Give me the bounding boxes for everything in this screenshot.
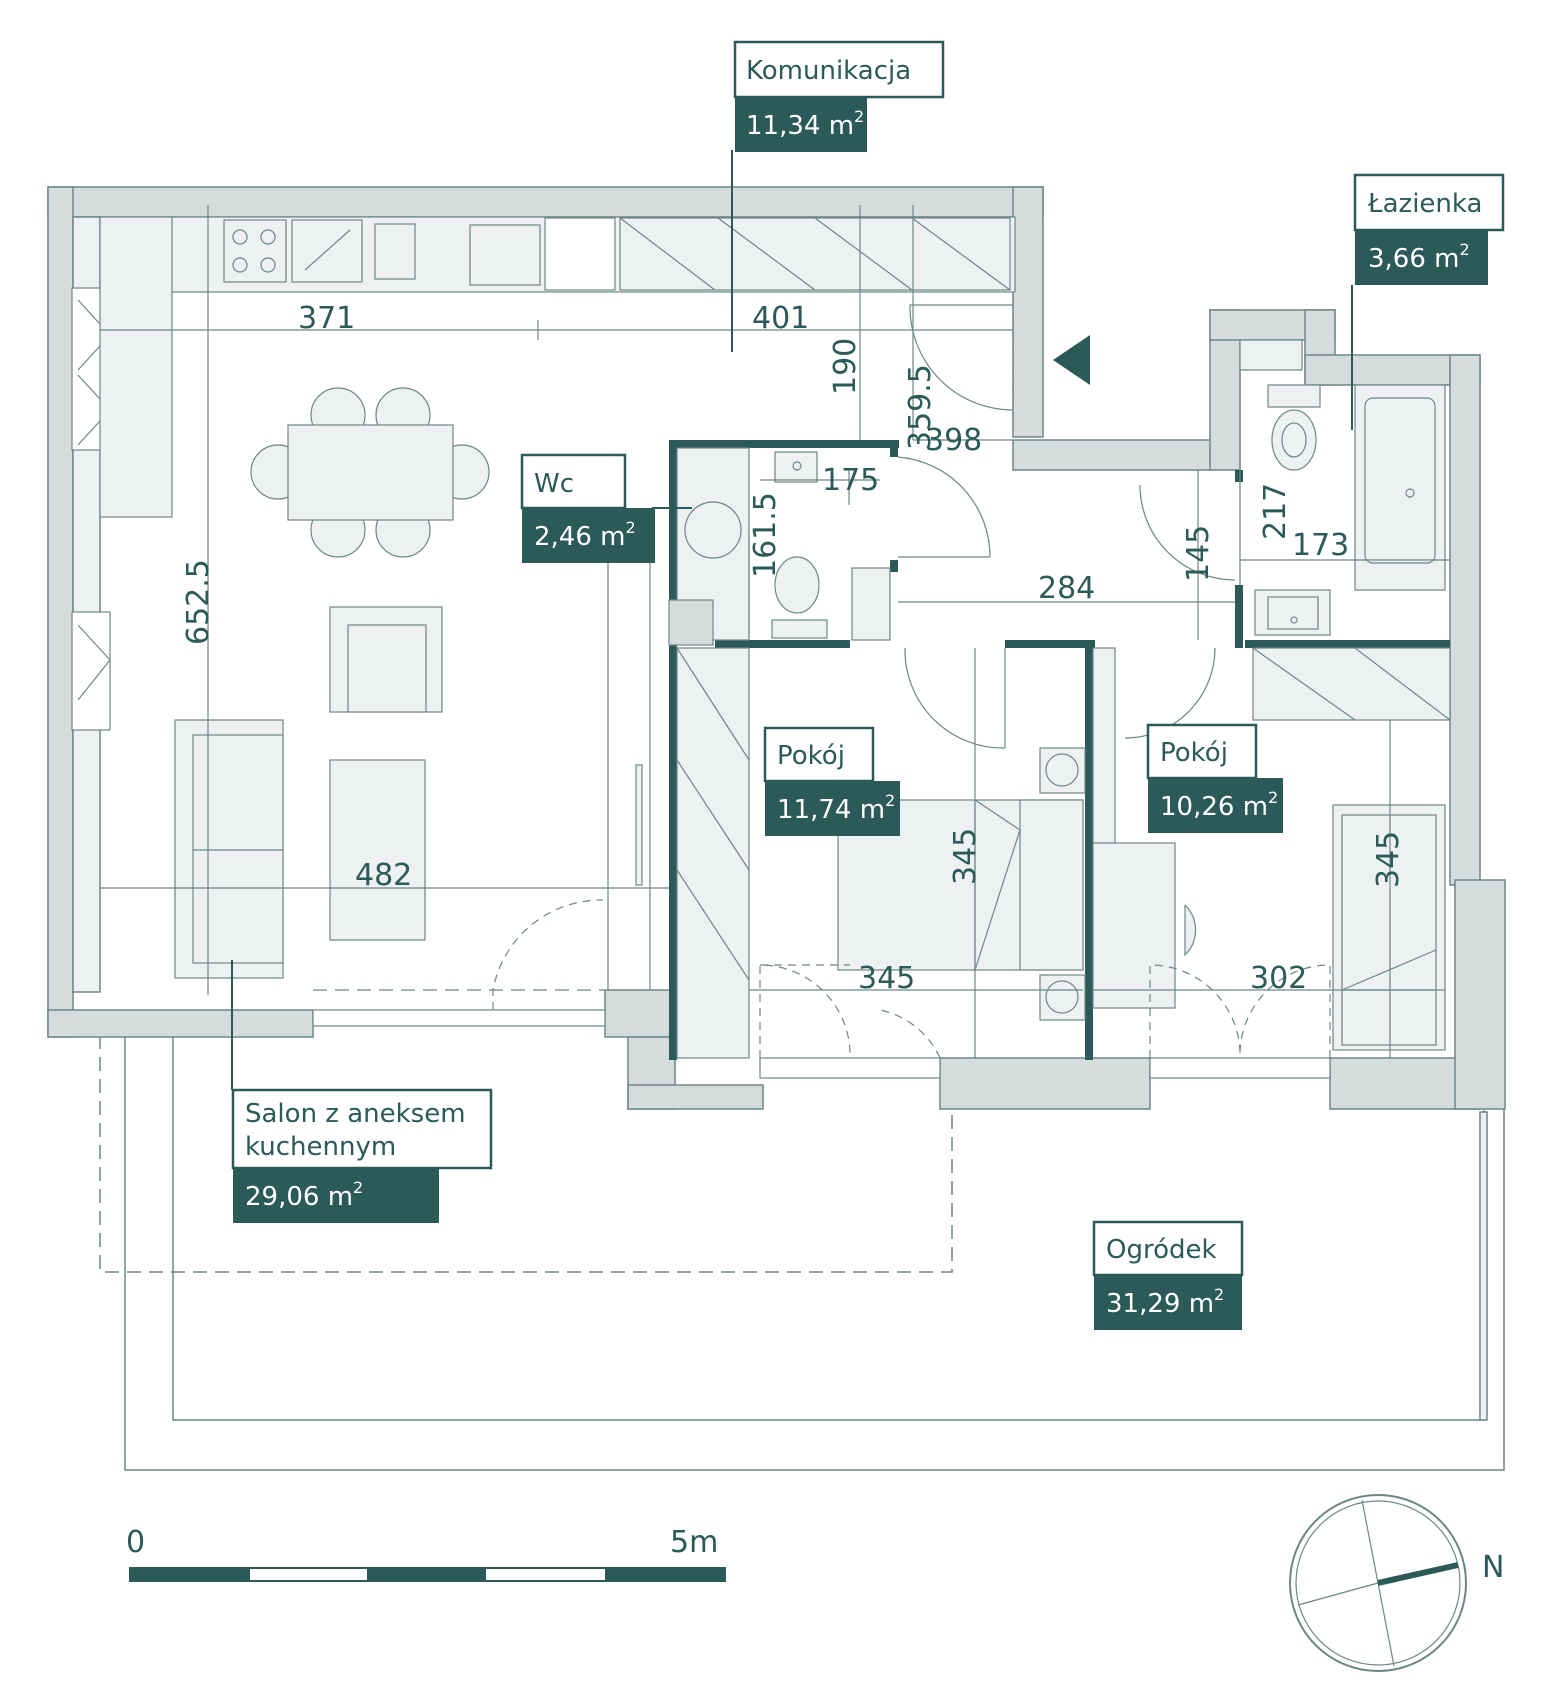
dining-set [250, 387, 490, 558]
dim-398: 398 [925, 423, 982, 458]
dim-482: 482 [355, 858, 412, 893]
label-pokoj1: Pokój 11,74 m2 [763, 726, 900, 836]
label-ogrodek: Ogródek 31,29 m2 [1092, 1220, 1244, 1330]
dim-145: 145 [1181, 525, 1216, 582]
label-wc-name: Wc [534, 469, 574, 499]
dimension-labels: 371 401 190 359.5 398 175 161.5 652.5 48… [181, 301, 1406, 996]
scale-bar: 0 5m [126, 1525, 726, 1582]
interior-walls [669, 440, 1450, 1060]
room1-balcony-door [759, 964, 941, 1079]
label-lazienka-area: 3,66 m2 [1368, 240, 1470, 274]
dim-345-room2: 345 [1371, 831, 1406, 888]
salon-balcony-door [312, 899, 606, 1027]
dim-161-5: 161.5 [748, 492, 783, 578]
entrance-arrow-icon [1053, 335, 1090, 385]
label-lazienka-name: Łazienka [1367, 189, 1482, 219]
dim-302: 302 [1250, 961, 1307, 996]
dimension-lines [100, 205, 1450, 1058]
room2-furniture [1092, 647, 1451, 1051]
dim-284: 284 [1038, 571, 1095, 606]
kitchen-counter [99, 216, 1016, 518]
room1-furniture [676, 647, 1086, 1059]
label-salon: Salon z aneksem kuchennym 29,06 m2 [231, 1088, 493, 1223]
dim-359-5: 359.5 [903, 364, 938, 450]
dim-190: 190 [828, 338, 863, 395]
scale-end-label: 5m [670, 1525, 718, 1560]
label-pokoj1-name: Pokój [777, 741, 845, 771]
label-wc-area: 2,46 m2 [534, 518, 636, 552]
label-ogrodek-area: 31,29 m2 [1106, 1285, 1224, 1319]
dim-173: 173 [1292, 528, 1349, 563]
entrance-door [909, 300, 1014, 415]
compass-icon: N [1289, 1494, 1504, 1672]
label-wc: Wc 2,46 m2 [520, 453, 655, 563]
dim-217: 217 [1258, 483, 1293, 540]
dim-652-5: 652.5 [181, 559, 216, 645]
label-pokoj2-name: Pokój [1160, 738, 1228, 768]
label-komunikacja: Komunikacja 11,34 m2 [733, 40, 945, 152]
label-komunikacja-name: Komunikacja [746, 56, 911, 86]
label-salon-area: 29,06 m2 [245, 1178, 363, 1212]
label-komunikacja-area: 11,34 m2 [746, 107, 864, 141]
label-leaders [231, 150, 1353, 1090]
wc-fixtures [668, 447, 991, 646]
label-salon-name-line1: Salon z aneksem [245, 1099, 466, 1129]
label-ogrodek-name: Ogródek [1106, 1235, 1217, 1265]
compass-north-label: N [1482, 1550, 1504, 1585]
label-pokoj2: Pokój 10,26 m2 [1146, 723, 1283, 833]
dim-371: 371 [298, 301, 355, 336]
dim-401: 401 [752, 301, 809, 336]
label-pokoj2-area: 10,26 m2 [1160, 788, 1278, 822]
dim-345-horizontal: 345 [858, 961, 915, 996]
garden-outline [99, 880, 1505, 1471]
dim-175: 175 [822, 463, 879, 498]
bathroom-fixtures [1139, 339, 1446, 636]
dim-345-vertical: 345 [948, 828, 983, 885]
scale-start-label: 0 [126, 1525, 145, 1560]
label-lazienka: Łazienka 3,66 m2 [1353, 173, 1505, 285]
label-pokoj1-area: 11,74 m2 [777, 791, 895, 825]
label-salon-name-line2: kuchennym [245, 1132, 396, 1162]
living-furniture [174, 544, 651, 990]
